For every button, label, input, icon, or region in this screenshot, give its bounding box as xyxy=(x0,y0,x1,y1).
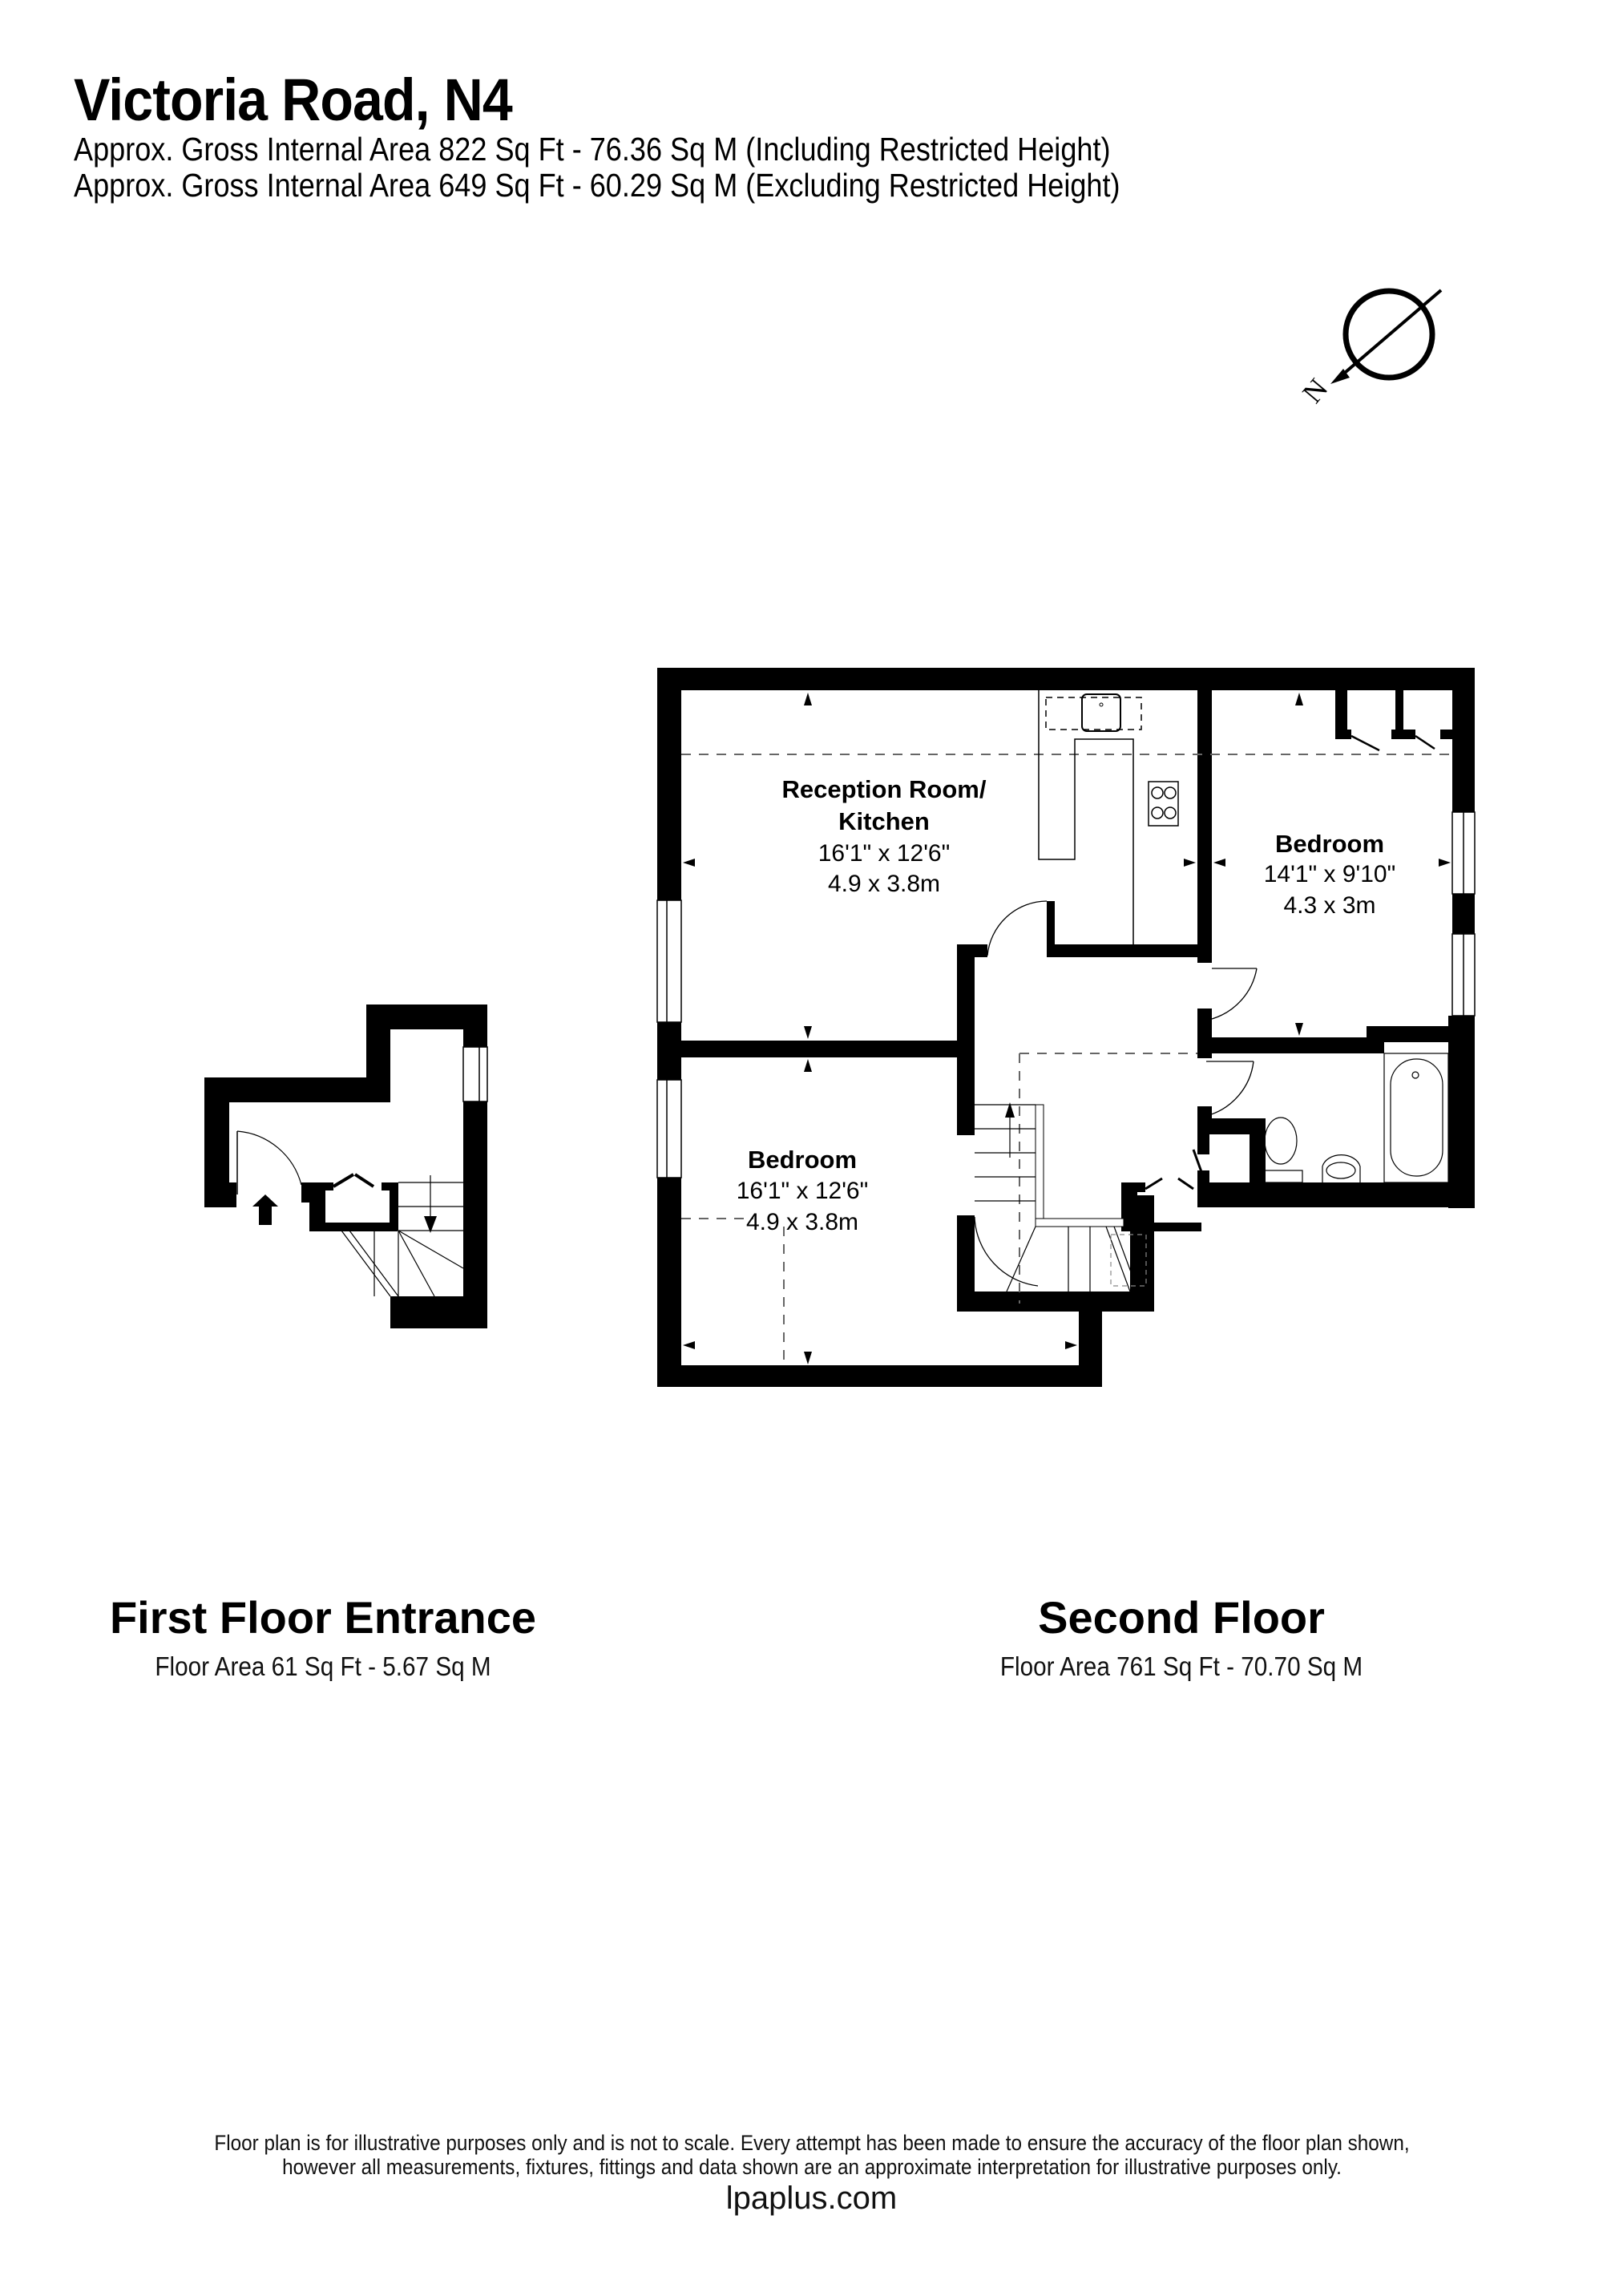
room-name: Bedroom xyxy=(1275,830,1384,858)
room-dimensions-imperial: 16'1" x 12'6" xyxy=(737,1178,869,1204)
room-name-line2: Kitchen xyxy=(838,807,930,835)
disclaimer-line-2: however all measurements, fixtures, fitt… xyxy=(281,2155,1342,2179)
second-floor-walls xyxy=(656,668,1476,1387)
floor-title-first-floor-entrance: First Floor Entrance xyxy=(109,1592,537,1643)
disclaimer-line-1: Floor plan is for illustrative purposes … xyxy=(213,2131,1410,2155)
room-name: Bedroom xyxy=(748,1146,857,1174)
north-label: N xyxy=(1296,372,1334,409)
property-title: Victoria Road, N4 xyxy=(74,67,513,133)
dimension-arrows xyxy=(683,693,1451,1364)
room-bedroom-right: Bedroom 14'1" x 9'10" 4.3 x 3m xyxy=(1264,830,1396,919)
room-dimensions-metric: 4.9 x 3.8m xyxy=(828,871,940,897)
room-reception-kitchen: Reception Room/ Kitchen 16'1" x 12'6" 4.… xyxy=(782,775,987,897)
floor-title-second-floor: Second Floor xyxy=(1038,1592,1325,1643)
gross-area-excluding: Approx. Gross Internal Area 649 Sq Ft - … xyxy=(74,167,1120,204)
room-bedroom-left: Bedroom 16'1" x 12'6" 4.9 x 3.8m xyxy=(737,1146,869,1235)
stair-down-arrow-icon xyxy=(424,1216,437,1233)
second-floor-linework xyxy=(681,690,1452,1365)
north-arrow-icon: N xyxy=(1296,288,1443,409)
floor-area-first-floor-entrance: Floor Area 61 Sq Ft - 5.67 Sq M xyxy=(155,1651,491,1681)
floor-area-second-floor: Floor Area 761 Sq Ft - 70.70 Sq M xyxy=(999,1651,1363,1681)
room-name: Reception Room/ xyxy=(782,775,987,803)
entrance-arrow-icon xyxy=(252,1194,278,1225)
first-floor-entrance-plan xyxy=(204,1004,488,1328)
room-dimensions-imperial: 16'1" x 12'6" xyxy=(818,840,951,867)
first-floor-fixtures xyxy=(236,1130,464,1297)
website-link[interactable]: lpaplus.com xyxy=(725,2181,898,2216)
stair-up-arrow-icon xyxy=(1005,1102,1015,1118)
gross-area-including: Approx. Gross Internal Area 822 Sq Ft - … xyxy=(74,131,1111,168)
room-dimensions-imperial: 14'1" x 9'10" xyxy=(1264,861,1396,887)
room-dimensions-metric: 4.3 x 3m xyxy=(1283,892,1375,919)
room-dimensions-metric: 4.9 x 3.8m xyxy=(746,1209,858,1235)
